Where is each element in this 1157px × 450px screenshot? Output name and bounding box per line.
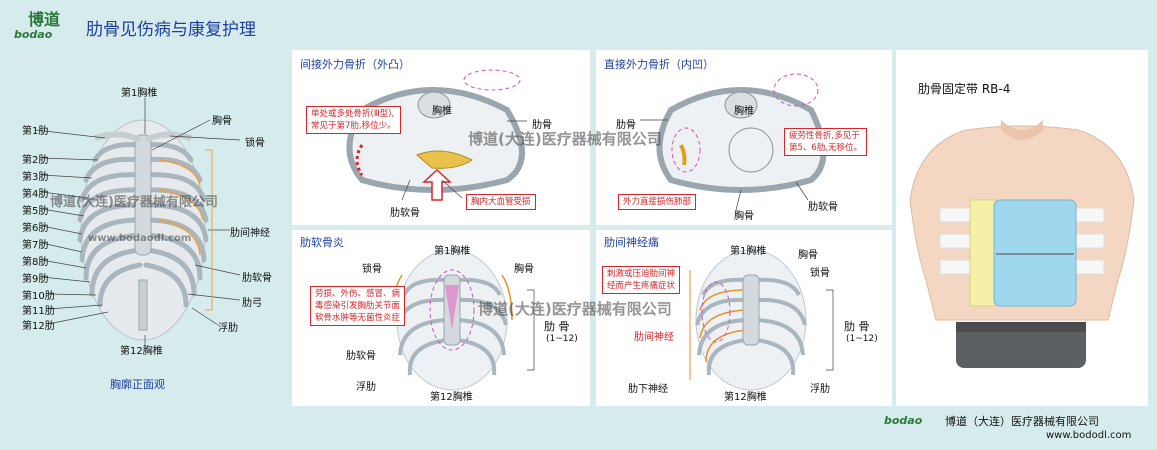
footer-logo: bodao	[884, 414, 923, 427]
label-n-sternum: 胸骨	[798, 250, 818, 261]
label-t1-vertebra: 第1胸椎	[121, 88, 158, 99]
label-n-floating: 浮肋	[810, 384, 830, 395]
panel-indirect-fracture: 间接外力骨折（外凸） 单处或多处骨折(Ⅲ型), 常见于第7肋,移位少。 胸椎 肋…	[292, 50, 590, 225]
label-rib-6: 第6肋	[22, 223, 49, 234]
label-rib-7: 第7肋	[22, 240, 49, 251]
neuralgia-illustration	[689, 249, 834, 391]
product-photo-illustration	[909, 120, 1135, 368]
panel-product: 肋骨固定带 RB-4	[896, 50, 1148, 406]
brand-logo: 博道 bodao	[14, 6, 70, 44]
vessel-injury-note: 胸内大血管受损	[466, 194, 536, 210]
label-cc-clavicle: 锁骨	[362, 264, 382, 275]
logo-en-text: bodao	[14, 28, 53, 41]
label-cc-cartilage: 肋软骨	[346, 351, 376, 362]
panel-neuralgia: 肋间神经痛 第1胸椎 胸骨 锁骨 刺激或压迫肋间神 经而产生疼痛症状 肋间神经 …	[596, 230, 892, 406]
label-indirect-rib: 肋骨	[532, 120, 552, 131]
label-n-t1: 第1胸椎	[730, 246, 767, 257]
label-indirect-cartilage: 肋软骨	[390, 208, 420, 219]
label-sternum: 胸骨	[212, 116, 232, 127]
label-cc-t12: 第12胸椎	[430, 392, 473, 403]
label-direct-cartilage: 肋软骨	[808, 202, 838, 213]
label-cc-sternum: 胸骨	[514, 264, 534, 275]
label-rib-4: 第4肋	[22, 189, 49, 200]
label-costal-cartilage: 肋软骨	[242, 273, 272, 284]
label-cc-rib: 肋 骨	[544, 320, 570, 333]
label-n-t12: 第12胸椎	[724, 392, 767, 403]
panel-neuralgia-title: 肋间神经痛	[604, 236, 659, 249]
label-rib-9: 第9肋	[22, 274, 49, 285]
indirect-fracture-note: 单处或多处骨折(Ⅲ型), 常见于第7肋,移位少。	[306, 106, 401, 134]
label-cc-floating: 浮肋	[356, 382, 376, 393]
label-rib-8: 第8肋	[22, 257, 49, 268]
left-panel: 第1胸椎 胸骨 锁骨 肋间神经 肋软骨 肋弓 浮肋 第1肋 第2肋 第3肋 第4…	[0, 50, 288, 410]
label-rib-11: 第11肋	[22, 306, 55, 317]
logo-cn-text: 博道	[28, 10, 61, 29]
neuralgia-note: 刺激或压迫肋间神 经而产生疼痛症状	[602, 266, 681, 294]
label-rib-1: 第1肋	[22, 126, 49, 137]
ribcage-front-illustration	[35, 98, 241, 346]
label-intercostal-nerve: 肋间神经	[230, 228, 270, 239]
panel-direct-title: 直接外力骨折（内凹）	[604, 58, 714, 71]
costochondritis-illustration	[391, 249, 535, 391]
lung-injury-note: 外力直接损伤肺部	[618, 194, 697, 210]
panel-costochondritis-title: 肋软骨炎	[300, 236, 344, 249]
label-indirect-spine: 胸椎	[432, 106, 452, 117]
watermark-center-top: 博道(大连)医疗器械有限公司	[468, 130, 662, 148]
label-n-clavicle: 锁骨	[810, 268, 830, 279]
label-n-rib-range: (1~12)	[846, 334, 878, 344]
label-rib-2: 第2肋	[22, 155, 49, 166]
watermark-left-url: www.bodaodl.com	[88, 233, 192, 244]
panel-indirect-title: 间接外力骨折（外凸）	[300, 58, 410, 71]
label-direct-spine: 胸椎	[734, 106, 754, 117]
panel-direct-fracture: 直接外力骨折（内凹） 肋骨 胸椎 疲劳性骨折,多见于 第5、6肋,无移位。 外力…	[596, 50, 892, 225]
direct-fracture-illustration	[640, 73, 827, 211]
label-t12-vertebra: 第12胸椎	[120, 346, 163, 357]
label-rib-3: 第3肋	[22, 172, 49, 183]
label-rib-5: 第5肋	[22, 206, 49, 217]
panel-costochondritis: 肋软骨炎 第1胸椎 锁骨 胸骨 劳损、外伤、感冒、病 毒感染引发胸肋关节面 软骨…	[292, 230, 590, 406]
footer-url: www.bododl.com	[1046, 430, 1132, 441]
label-cc-t1: 第1胸椎	[434, 246, 471, 257]
watermark-center-bottom: 博道(大连)医疗器械有限公司	[478, 300, 672, 318]
label-rib-10: 第10肋	[22, 291, 55, 302]
label-cc-rib-range: (1~12)	[546, 334, 578, 344]
page-title: 肋骨见伤病与康复护理	[86, 20, 256, 40]
label-direct-rib: 肋骨	[616, 120, 636, 131]
label-clavicle: 锁骨	[245, 138, 265, 149]
label-n-subcostal: 肋下神经	[628, 384, 668, 395]
label-direct-sternum: 胸骨	[734, 211, 754, 222]
left-caption: 胸廓正面观	[110, 378, 165, 391]
costochondritis-note: 劳损、外伤、感冒、病 毒感染引发胸肋关节面 软骨水肿等无菌性炎症	[310, 286, 406, 326]
watermark-left: 博道(大连)医疗器械有限公司	[50, 195, 218, 210]
label-rib-12: 第12肋	[22, 321, 55, 332]
label-n-rib: 肋 骨	[844, 320, 870, 333]
product-title: 肋骨固定带 RB-4	[918, 82, 1011, 96]
label-costal-arch: 肋弓	[242, 298, 262, 309]
footer-company: 博道（大连）医疗器械有限公司	[945, 415, 1099, 428]
label-floating-rib: 浮肋	[218, 323, 238, 334]
label-n-nerve: 肋间神经	[634, 332, 674, 343]
fatigue-fracture-note: 疲劳性骨折,多见于 第5、6肋,无移位。	[784, 128, 868, 156]
